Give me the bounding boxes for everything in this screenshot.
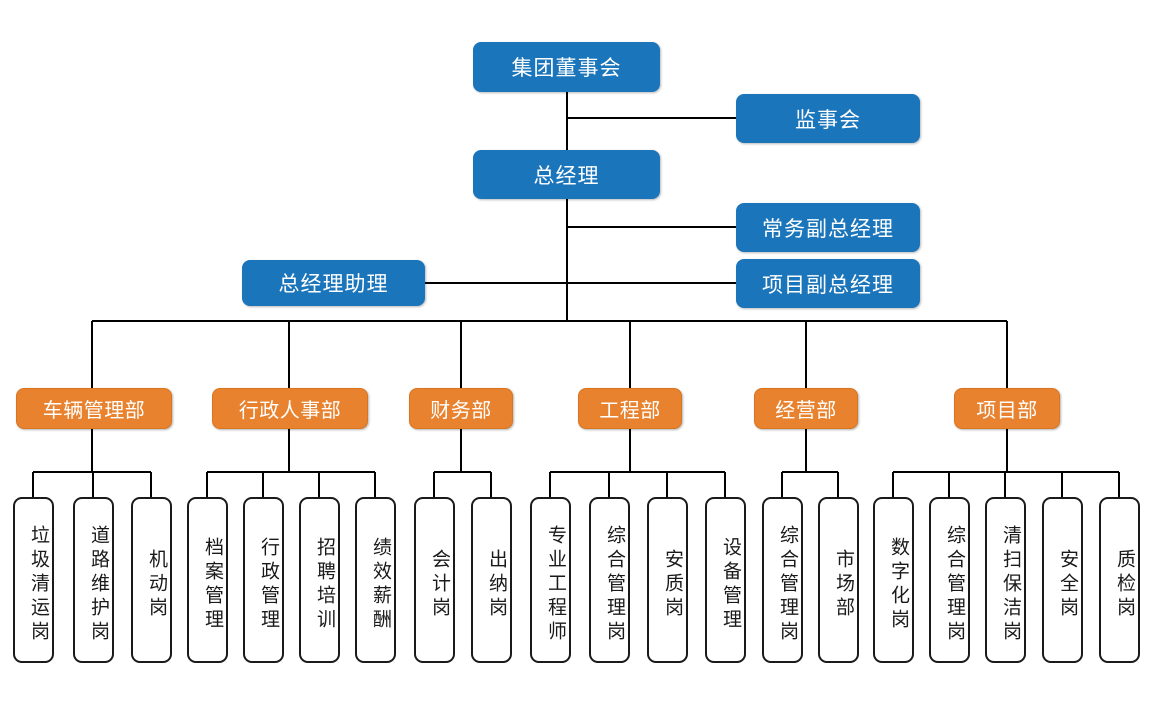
post-node-label: 出纳岗: [486, 549, 507, 621]
post-node-label: 行政管理: [258, 537, 279, 633]
post-node-p08[interactable]: 会计岗: [414, 497, 455, 663]
exec-node-proj-vgm[interactable]: 项目副总经理: [736, 259, 920, 308]
department-node-label: 行政人事部: [238, 400, 342, 422]
post-node-p01[interactable]: 垃圾清运岗: [13, 497, 54, 663]
department-node-label: 车辆管理部: [42, 400, 146, 422]
post-node-label: 综合管理岗: [777, 525, 798, 645]
department-node-engineer[interactable]: 工程部: [578, 388, 682, 429]
post-node-p17[interactable]: 综合管理岗: [929, 497, 970, 663]
exec-node-gm-assistant[interactable]: 总经理助理: [242, 260, 425, 306]
post-node-label: 市场部: [833, 549, 854, 621]
post-node-p02[interactable]: 道路维护岗: [73, 497, 114, 663]
department-node-label: 工程部: [599, 400, 661, 422]
post-node-label: 数字化岗: [888, 537, 909, 633]
post-node-label: 垃圾清运岗: [28, 525, 49, 645]
department-node-vehicle[interactable]: 车辆管理部: [16, 388, 172, 429]
post-node-p16[interactable]: 数字化岗: [873, 497, 914, 663]
department-node-label: 项目部: [976, 400, 1038, 422]
post-node-p13[interactable]: 设备管理: [705, 497, 746, 663]
post-node-label: 设备管理: [720, 537, 741, 633]
post-node-label: 质检岗: [1114, 549, 1135, 621]
post-node-p11[interactable]: 综合管理岗: [589, 497, 630, 663]
post-node-label: 绩效薪酬: [370, 537, 391, 633]
post-node-label: 档案管理: [202, 537, 223, 633]
department-node-label: 财务部: [430, 400, 492, 422]
exec-node-label: 集团董事会: [511, 57, 622, 80]
post-node-p14[interactable]: 综合管理岗: [762, 497, 803, 663]
post-node-p03[interactable]: 机动岗: [131, 497, 172, 663]
post-node-p15[interactable]: 市场部: [818, 497, 859, 663]
department-node-operation[interactable]: 经营部: [754, 388, 858, 429]
department-node-admin-hr[interactable]: 行政人事部: [212, 388, 368, 429]
post-node-label: 道路维护岗: [88, 525, 109, 645]
department-node-project[interactable]: 项目部: [954, 388, 1060, 429]
exec-node-label: 总经理助理: [278, 273, 389, 296]
exec-node-label: 项目副总经理: [762, 273, 894, 297]
exec-node-gm[interactable]: 总经理: [473, 150, 660, 199]
post-node-label: 安全岗: [1057, 549, 1078, 621]
exec-node-board[interactable]: 集团董事会: [473, 42, 660, 92]
exec-node-label: 总经理: [533, 164, 600, 188]
exec-node-label: 常务副总经理: [762, 217, 894, 241]
post-node-label: 清扫保洁岗: [1000, 525, 1021, 645]
post-node-p10[interactable]: 专业工程师: [530, 497, 571, 663]
post-node-label: 会计岗: [429, 549, 450, 621]
post-node-label: 专业工程师: [545, 525, 566, 645]
exec-node-label: 监事会: [795, 108, 861, 132]
post-node-p09[interactable]: 出纳岗: [471, 497, 512, 663]
post-node-label: 综合管理岗: [944, 525, 965, 645]
post-node-label: 招聘培训: [314, 537, 335, 633]
post-node-p05[interactable]: 行政管理: [243, 497, 284, 663]
exec-node-supervisors[interactable]: 监事会: [736, 94, 920, 143]
post-node-p06[interactable]: 招聘培训: [299, 497, 340, 663]
post-node-label: 机动岗: [146, 549, 167, 621]
post-node-p04[interactable]: 档案管理: [187, 497, 228, 663]
post-node-p19[interactable]: 安全岗: [1042, 497, 1083, 663]
post-node-p12[interactable]: 安质岗: [647, 497, 688, 663]
department-node-label: 经营部: [775, 400, 837, 422]
post-node-p07[interactable]: 绩效薪酬: [355, 497, 396, 663]
post-node-p18[interactable]: 清扫保洁岗: [985, 497, 1026, 663]
post-node-label: 安质岗: [662, 549, 683, 621]
post-node-label: 综合管理岗: [604, 525, 625, 645]
department-node-finance[interactable]: 财务部: [409, 388, 513, 429]
post-node-p20[interactable]: 质检岗: [1099, 497, 1140, 663]
exec-node-exec-vgm[interactable]: 常务副总经理: [736, 203, 920, 252]
